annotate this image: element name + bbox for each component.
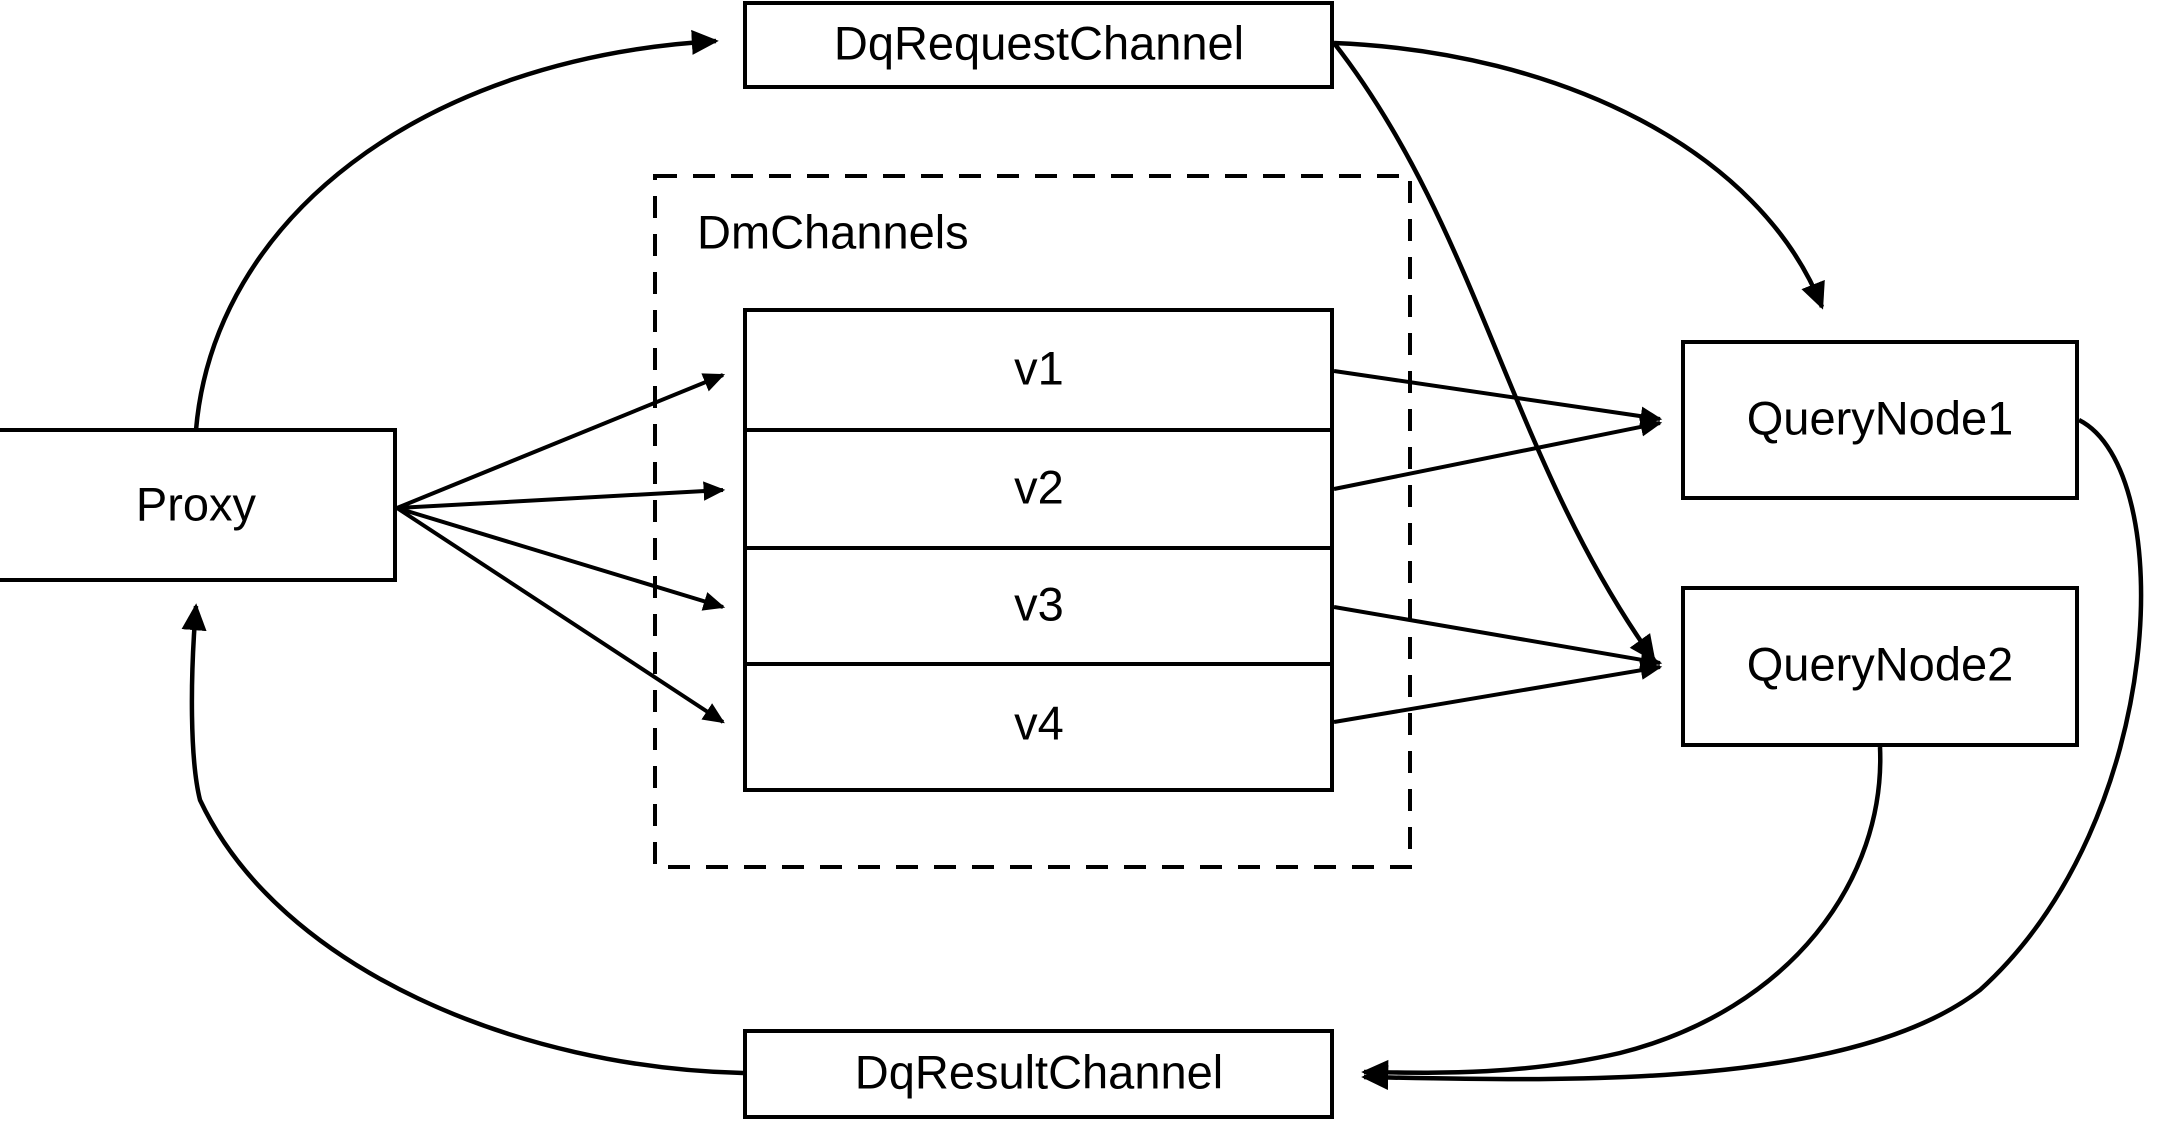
node-proxy[interactable]: Proxy (0, 428, 397, 582)
node-dq-result-channel[interactable]: DqResultChannel (743, 1029, 1334, 1119)
dq-request-channel-box[interactable] (743, 1, 1334, 89)
dq-result-channel-label: DqResultChannel (855, 1045, 1223, 1098)
edge-proxy-to-v2 (396, 481, 726, 510)
edge-proxy-to-v4 (395, 506, 725, 724)
edge-v4-to-querynode2 (1333, 660, 1663, 724)
query-node-2-box[interactable] (1681, 586, 2079, 747)
dq-request-channel-label: DqRequestChannel (834, 16, 1244, 69)
dq-result-channel-box[interactable] (743, 1029, 1334, 1119)
channel-row-v1[interactable]: v1 (1014, 341, 1064, 394)
proxy-box[interactable] (0, 428, 397, 582)
query-node-1-label: QueryNode1 (1747, 391, 2014, 444)
edge-querynode2-to-dqresultchannel (1361, 746, 1883, 1085)
proxy-label: Proxy (136, 477, 257, 530)
edge-v3-to-querynode2 (1333, 605, 1663, 670)
channel-row-v4[interactable]: v4 (1014, 696, 1064, 749)
dm-channels-table: v1 v2 v3 v4 (743, 308, 1334, 792)
query-node-1-box[interactable] (1681, 340, 2079, 500)
query-node-2-label: QueryNode2 (1747, 637, 2014, 690)
channel-row-v2[interactable]: v2 (1014, 460, 1064, 513)
edge-v2-to-querynode1 (1333, 417, 1663, 491)
node-query-node-2[interactable]: QueryNode2 (1681, 586, 2079, 747)
edge-dqresultchannel-to-proxy (181, 603, 744, 1076)
channel-row-v3[interactable]: v3 (1014, 577, 1064, 630)
dm-channels-dashed-border (653, 174, 1412, 869)
edge-proxy-to-dqrequestchannel (193, 29, 719, 431)
dm-channels-group: DmChannels (653, 174, 1412, 869)
edge-v1-to-querynode1 (1333, 369, 1663, 426)
edge-proxy-to-v1 (396, 373, 726, 510)
edge-querynode1-to-dqresultchannel (1361, 417, 2144, 1091)
edge-dqrequestchannel-to-querynode2 (1332, 41, 1656, 663)
edge-proxy-to-v3 (396, 506, 726, 611)
node-dq-request-channel[interactable]: DqRequestChannel (743, 1, 1334, 89)
dm-channels-label: DmChannels (697, 205, 969, 258)
edge-dqrequestchannel-to-querynode1 (1333, 40, 1825, 310)
node-query-node-1[interactable]: QueryNode1 (1681, 340, 2079, 500)
